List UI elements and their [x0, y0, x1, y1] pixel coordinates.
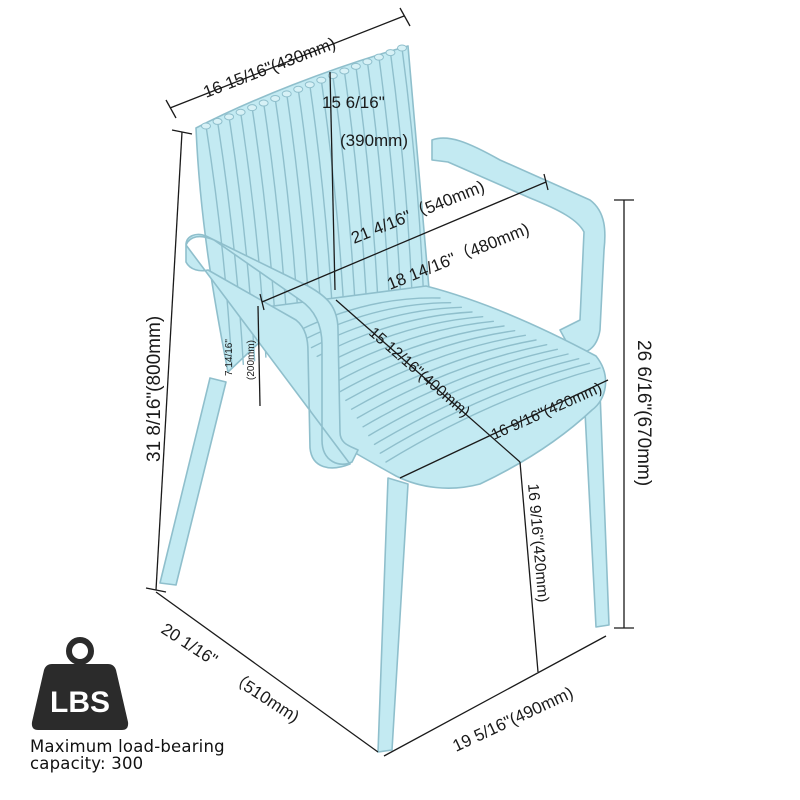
backrest-slat-cap	[258, 99, 269, 107]
seat-slat	[350, 339, 537, 410]
armrest-height-mm-label: (200mm)	[246, 340, 257, 380]
backrest-slat-cap	[304, 81, 315, 89]
backrest-slat	[355, 65, 380, 322]
backrest-slat-cap	[247, 104, 258, 112]
seat-slat	[385, 367, 601, 463]
total-height-label: 31 8/16"(800mm)	[144, 316, 165, 462]
backrest-slat	[343, 70, 369, 325]
chair	[159, 44, 610, 753]
backrest-slats	[201, 44, 425, 369]
backrest-slat-cap	[373, 53, 384, 61]
seat-slats	[299, 297, 601, 463]
seat-slat	[379, 362, 591, 454]
backrest-slat-cap	[270, 94, 281, 102]
backrest-slat	[378, 56, 403, 314]
seat-slat	[368, 353, 569, 437]
front-left-leg	[377, 477, 409, 753]
seat-slat	[345, 334, 527, 402]
armrest-height-in-label: 7 14/16"	[224, 339, 235, 376]
seat-slat	[333, 325, 505, 384]
weight-handle	[66, 637, 94, 665]
seat-height-label: 16 9/16"(420mm)	[524, 483, 551, 603]
backrest-slat-cap	[362, 58, 373, 66]
arm-height-label: 26 6/16"(670mm)	[633, 340, 654, 486]
back-left-leg	[159, 377, 227, 586]
backrest-slat-cap	[293, 85, 304, 93]
backrest-slat-cap	[201, 122, 211, 130]
backrest-slat-cap	[397, 44, 407, 52]
base-depth-in-label: 20 1/16"	[158, 619, 221, 669]
base-width-label: 19 5/16"(490mm)	[450, 683, 577, 755]
backrest-slat	[205, 125, 233, 369]
right-armrest	[431, 137, 606, 354]
left-armrest	[185, 233, 359, 469]
backrest-slat-cap	[235, 108, 246, 116]
backrest-slat	[366, 61, 391, 318]
backrest-height-mm-label: (390mm)	[340, 131, 408, 150]
dimension-lines	[145, 7, 634, 757]
seat-slat	[356, 343, 548, 419]
backrest-slat-cap	[339, 67, 350, 75]
backrest-slat	[216, 120, 244, 366]
backrest-slat	[401, 47, 425, 307]
seat-slat	[299, 297, 441, 331]
backrest-slat-cap	[385, 49, 396, 57]
weight-body	[31, 664, 129, 730]
seat-slat	[322, 315, 484, 366]
weight-icon: LBS	[31, 637, 129, 730]
backrest-slat-cap	[281, 90, 292, 98]
backrest-slat	[389, 51, 414, 311]
base-depth-mm-label: （510mm)	[226, 667, 303, 726]
seat-slat	[373, 357, 580, 446]
backrest-slat-cap	[350, 62, 361, 70]
weight-label: LBS	[50, 686, 110, 719]
backrest-slat-cap	[224, 113, 235, 121]
seat-slat	[362, 348, 559, 428]
backrest-height-in-label: 15 6/16"	[322, 93, 385, 112]
backrest-slat-cap	[212, 117, 223, 125]
load-capacity-caption: Maximum load-bearing capacity: 300	[30, 737, 225, 773]
backrest-slat-cap	[316, 76, 327, 84]
back-right-leg	[583, 391, 610, 628]
seat-slat	[327, 320, 495, 375]
seat-slat	[339, 329, 516, 393]
